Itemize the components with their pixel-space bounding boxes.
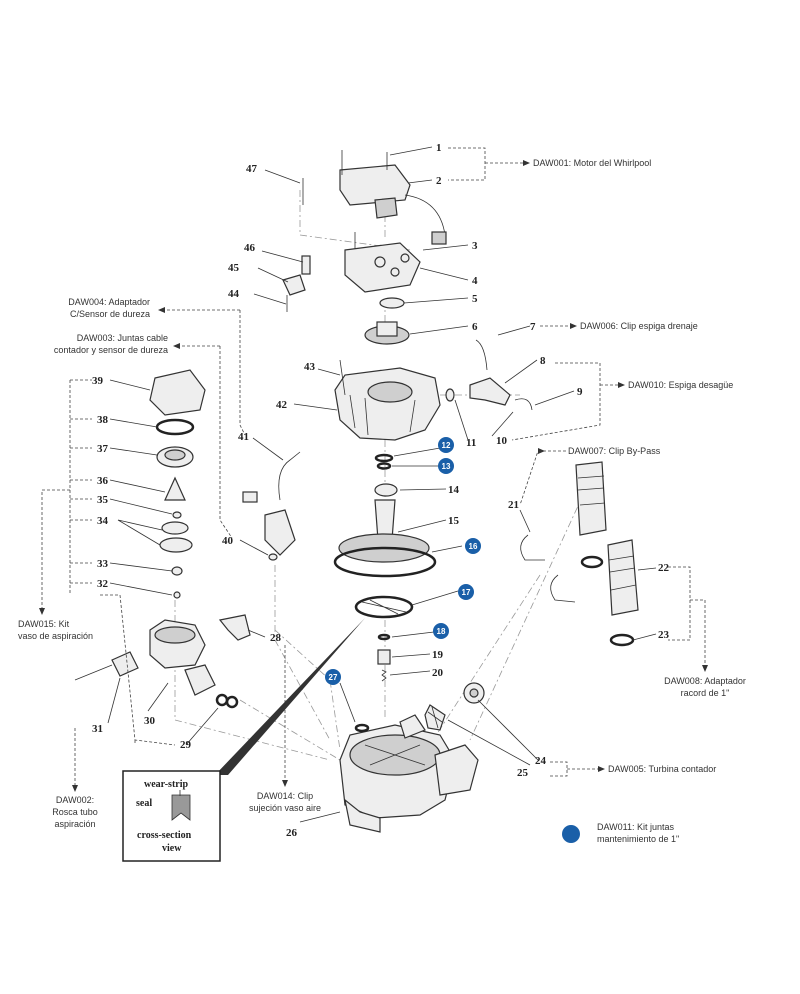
- part-number-26: 26: [286, 827, 298, 839]
- svg-text:17: 17: [462, 588, 471, 597]
- label-daw003-line2: contador y sensor de dureza: [54, 345, 168, 355]
- part-number-20: 20: [432, 667, 444, 679]
- svg-text:27: 27: [329, 673, 338, 682]
- label-daw015-line2: vaso de aspiración: [18, 631, 93, 641]
- part-number-47: 47: [246, 163, 258, 175]
- label-daw003-line1: DAW003: Juntas cable: [77, 333, 168, 343]
- part-number-10: 10: [496, 435, 508, 447]
- kit-marker-16: [465, 538, 481, 554]
- part-number-45: 45: [228, 262, 240, 274]
- part-number-8: 8: [540, 355, 546, 367]
- label-daw001: DAW001: Motor del Whirlpool: [533, 158, 651, 168]
- cover-plate: [344, 242, 421, 345]
- part-number-14: 14: [448, 484, 460, 496]
- part-number-46: 46: [244, 242, 256, 254]
- kit-labels: DAW001: Motor del Whirlpool DAW004: Adap…: [18, 158, 746, 844]
- part-number-3: 3: [472, 240, 478, 252]
- turbine-parts: [424, 682, 485, 731]
- label-daw004-line2: C/Sensor de dureza: [70, 309, 150, 319]
- part-number-29: 29: [180, 739, 192, 751]
- inset-pointer: [215, 618, 365, 775]
- part-numbers: 1 2 3 4 5 6 7 8 9 10 11 14 15 19 20 21 2…: [92, 142, 670, 839]
- part-number-24: 24: [535, 755, 547, 767]
- kit-marker-27: [325, 669, 341, 685]
- cross-section-inset: wear-strip seal cross-section view: [122, 618, 365, 862]
- label-daw002-line1: DAW002:: [56, 795, 94, 805]
- inset-box: [122, 770, 221, 862]
- part-number-43: 43: [304, 361, 316, 373]
- valve-head: [334, 339, 533, 441]
- part-number-23: 23: [658, 629, 670, 641]
- label-daw004-line1: DAW004: Adaptador: [68, 297, 150, 307]
- part-number-35: 35: [97, 494, 109, 506]
- aspiration-cup-assembly: [74, 369, 251, 709]
- part-number-39: 39: [92, 375, 104, 387]
- inset-wear-strip: wear-strip: [144, 779, 188, 790]
- label-daw014-line2: sujeción vaso aire: [249, 803, 321, 813]
- svg-text:12: 12: [442, 441, 451, 450]
- part-number-38: 38: [97, 414, 109, 426]
- kit-marker-13: [438, 458, 454, 474]
- part-number-34: 34: [97, 515, 109, 527]
- part-number-15: 15: [448, 515, 460, 527]
- part-number-33: 33: [97, 558, 109, 570]
- part-number-42: 42: [276, 399, 288, 411]
- inset-seal: seal: [136, 798, 152, 809]
- label-daw008-line1: DAW008: Adaptador: [664, 676, 746, 686]
- inset-seal-shape: [171, 794, 191, 821]
- part-number-4: 4: [472, 275, 478, 287]
- callout-brackets: [41, 147, 706, 785]
- part-number-31: 31: [92, 723, 103, 735]
- kit-legend-dot: [562, 825, 580, 843]
- bypass-adapters: [520, 461, 639, 647]
- part-number-22: 22: [658, 562, 670, 574]
- svg-text:13: 13: [442, 462, 451, 471]
- part-number-30: 30: [144, 715, 156, 727]
- kit-marker-12: [438, 437, 454, 453]
- inset-cross-section-line1: cross-section: [137, 830, 192, 841]
- label-daw014-line1: DAW014: Clip: [257, 791, 313, 801]
- part-number-28: 28: [270, 632, 282, 644]
- part-number-44: 44: [228, 288, 240, 300]
- part-number-7: 7: [530, 321, 536, 333]
- part-number-37: 37: [97, 443, 109, 455]
- part-number-19: 19: [432, 649, 444, 661]
- motor-assembly: [302, 150, 447, 250]
- part-number-32: 32: [97, 578, 109, 590]
- inset-cross-section-line2: view: [162, 843, 182, 854]
- label-daw002-line2: Rosca tubo: [52, 807, 98, 817]
- part-number-9: 9: [577, 386, 583, 398]
- part-number-2: 2: [436, 175, 442, 187]
- part-number-5: 5: [472, 293, 478, 305]
- label-daw006: DAW006: Clip espiga drenaje: [580, 321, 698, 331]
- label-daw007: DAW007: Clip By-Pass: [568, 446, 661, 456]
- part-number-21: 21: [508, 499, 519, 511]
- part-number-6: 6: [472, 321, 478, 333]
- part-number-36: 36: [97, 475, 109, 487]
- label-daw008-line2: racord de 1": [681, 688, 730, 698]
- seals-and-piston: [333, 453, 437, 682]
- kit-marker-17: [458, 584, 474, 600]
- main-valve-body: [339, 714, 479, 833]
- part-number-25: 25: [517, 767, 529, 779]
- label-daw011-line2: mantenimiento de 1": [597, 834, 679, 844]
- svg-text:16: 16: [469, 542, 478, 551]
- label-daw010: DAW010: Espiga desagüe: [628, 380, 733, 390]
- label-daw005: DAW005: Turbina contador: [608, 764, 716, 774]
- label-daw002-line3: aspiración: [54, 819, 95, 829]
- hardness-sensor-parts: [242, 255, 311, 561]
- leader-lines: [107, 146, 657, 823]
- part-number-40: 40: [222, 535, 234, 547]
- part-number-41: 41: [238, 431, 249, 443]
- kit-markers: 12 13 16 17 18 27: [325, 437, 580, 843]
- arrow-heads: [39, 160, 708, 792]
- label-daw015-line1: DAW015: Kit: [18, 619, 70, 629]
- kit-marker-18: [433, 623, 449, 639]
- label-daw011-line1: DAW011: Kit juntas: [597, 822, 675, 832]
- part-number-1: 1: [436, 142, 442, 154]
- svg-text:18: 18: [437, 627, 446, 636]
- part-number-11: 11: [466, 437, 476, 449]
